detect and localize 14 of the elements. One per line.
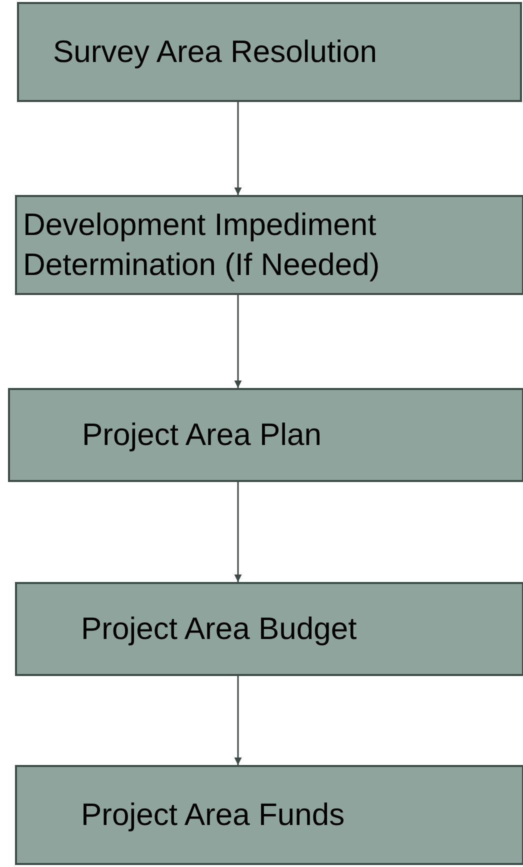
process-box: [15, 195, 523, 295]
process-box: [8, 388, 523, 482]
step-label: Development Impediment Determination (If Needed): [23, 206, 381, 284]
arrow: [234, 295, 242, 388]
arrow: [234, 676, 242, 765]
process-box: [17, 2, 522, 102]
step-label: Project Area Budget: [81, 610, 357, 648]
process-box: [15, 582, 523, 676]
arrow: [234, 102, 242, 195]
process-box: [15, 765, 523, 865]
step-label: Project Area Funds: [81, 796, 345, 834]
arrow: [234, 482, 242, 582]
step-label: Survey Area Resolution: [53, 32, 377, 71]
step-label: Project Area Plan: [82, 416, 322, 454]
